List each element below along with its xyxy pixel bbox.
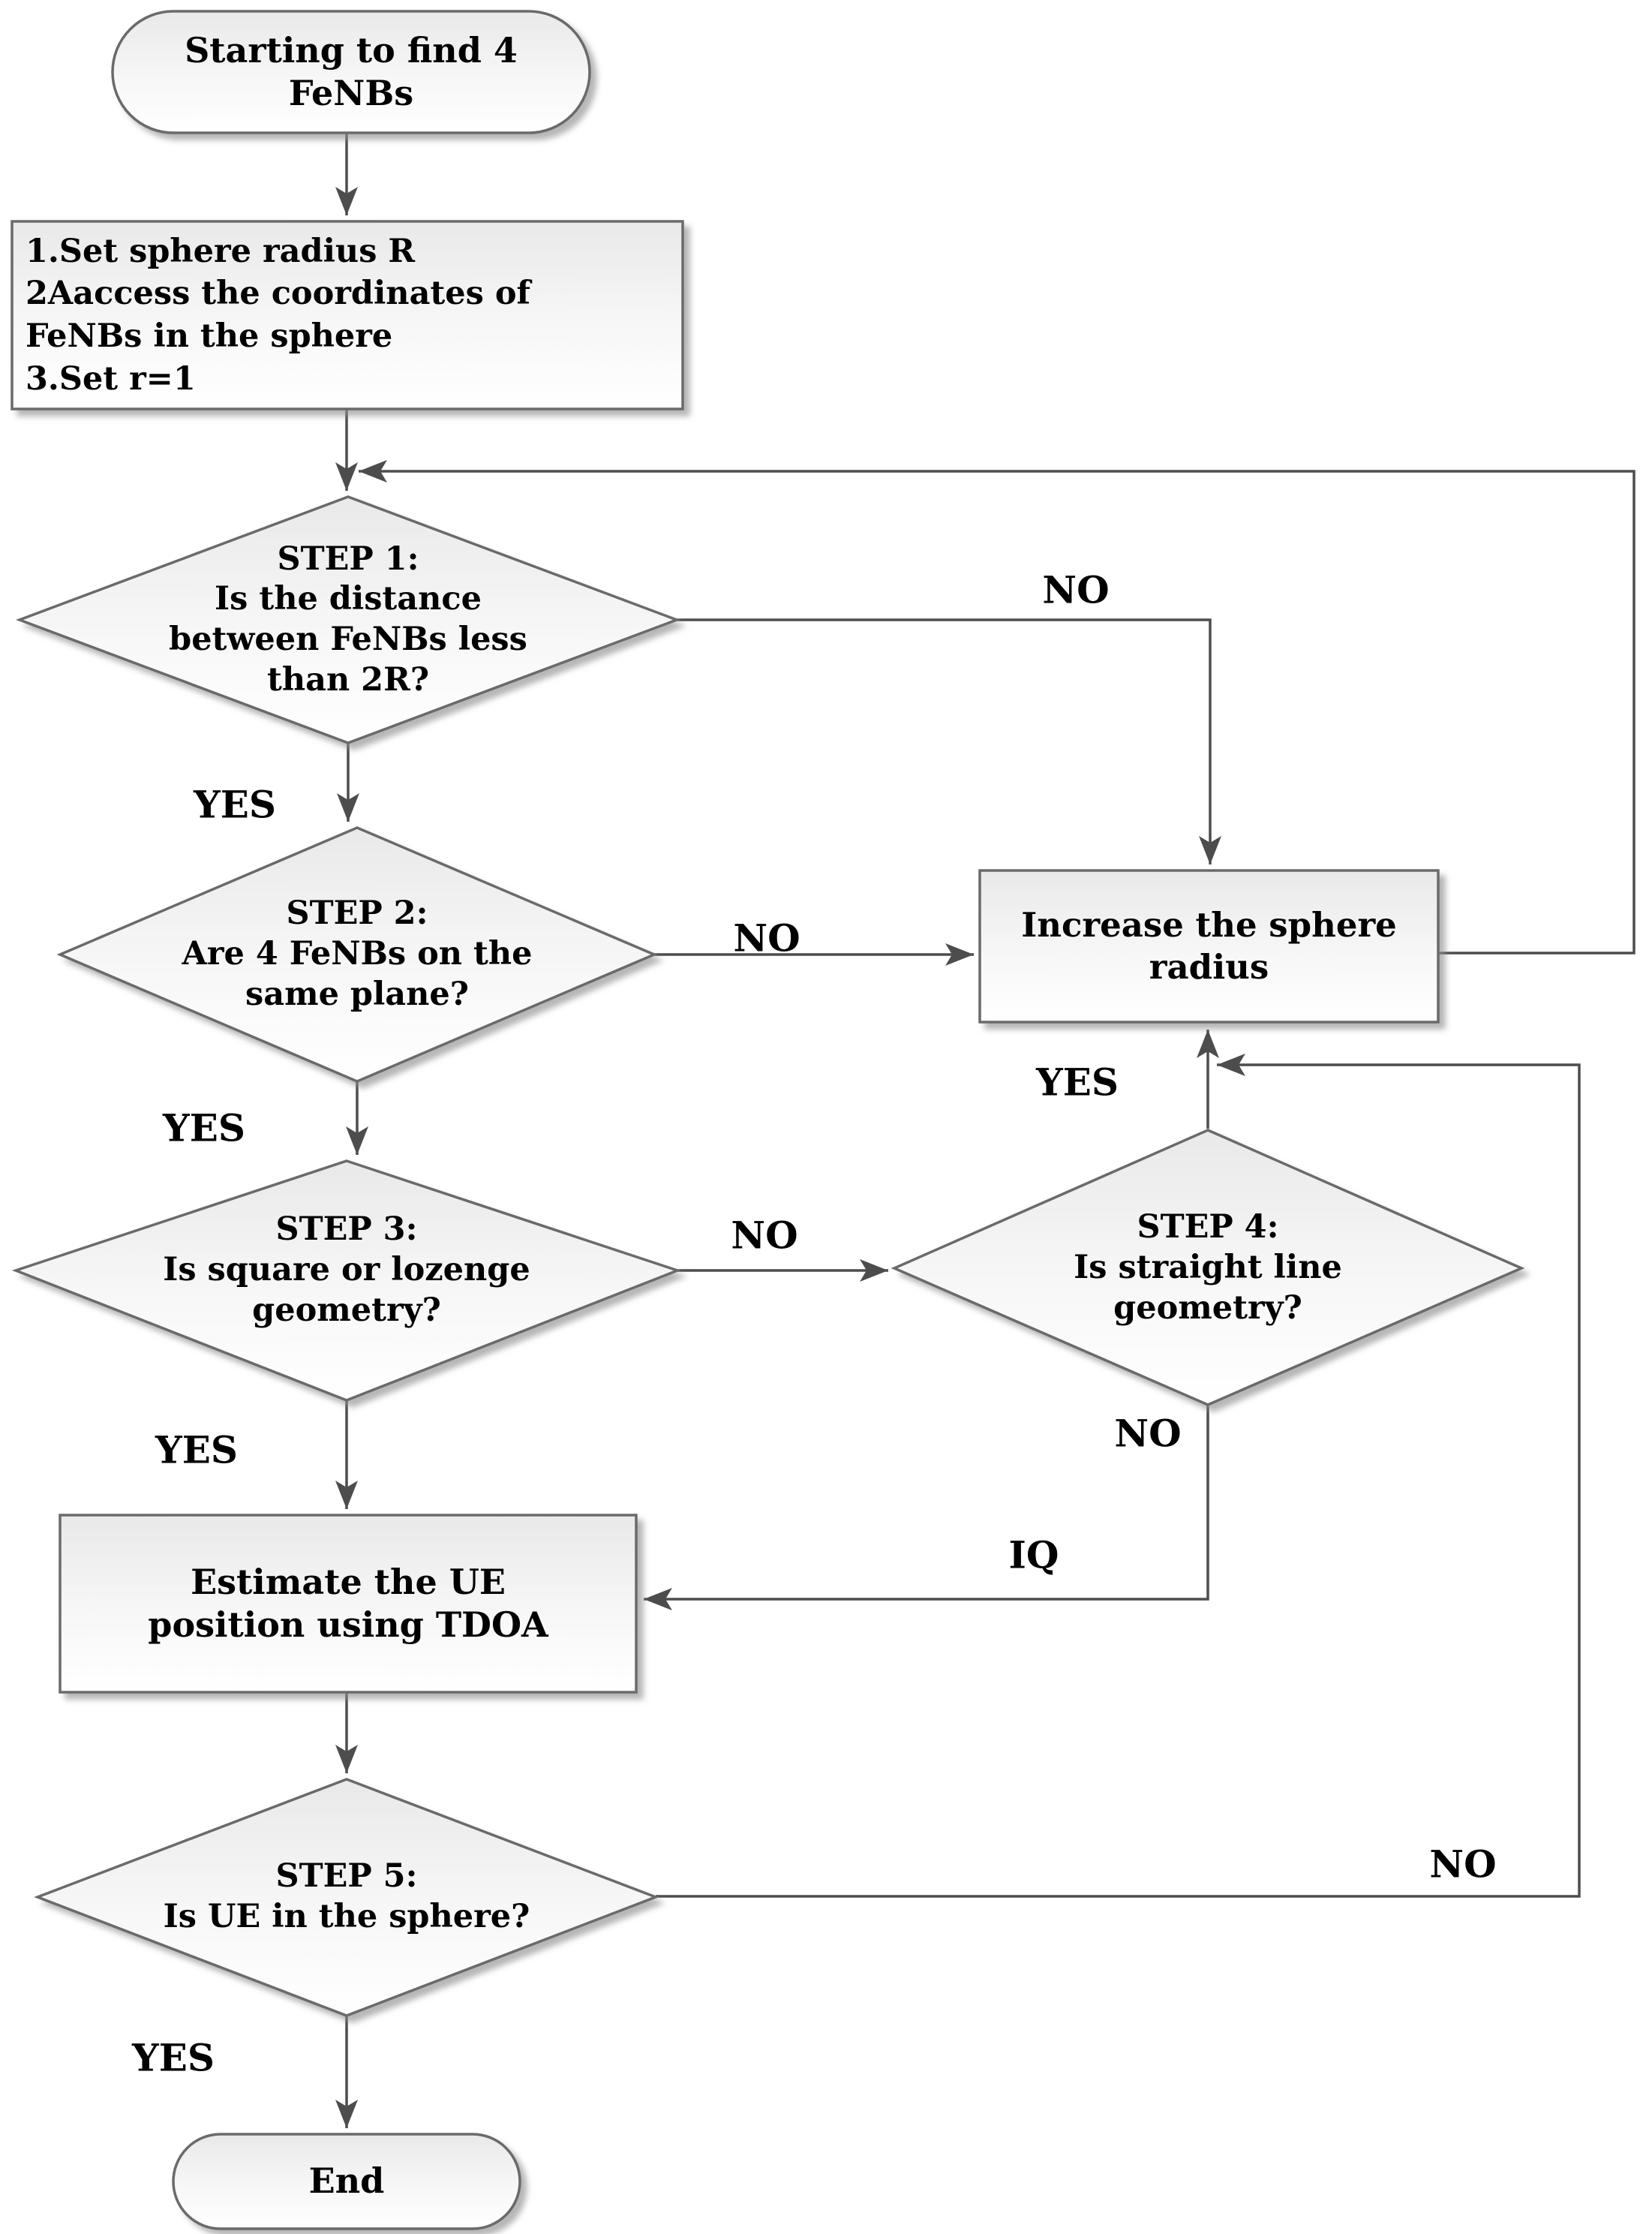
edge-step1-no [677, 618, 1221, 864]
edge-increase-return-loop [359, 460, 1635, 955]
step4-decision-shape [891, 1129, 1525, 1406]
end-terminator-shape [172, 2133, 521, 2230]
step1-decision-shape [16, 495, 680, 744]
step5-decision-shape [34, 1778, 659, 2017]
step3-decision-shape [11, 1159, 682, 1402]
increase-process-shape [978, 869, 1440, 1024]
estimate-process-shape [59, 1514, 638, 1694]
edge-step4-no [644, 1405, 1209, 1610]
edge-step5-no-loop [656, 1054, 1581, 1898]
step2-decision-shape [56, 826, 658, 1083]
start-terminator-shape [111, 10, 591, 134]
init-process-shape [11, 220, 684, 410]
